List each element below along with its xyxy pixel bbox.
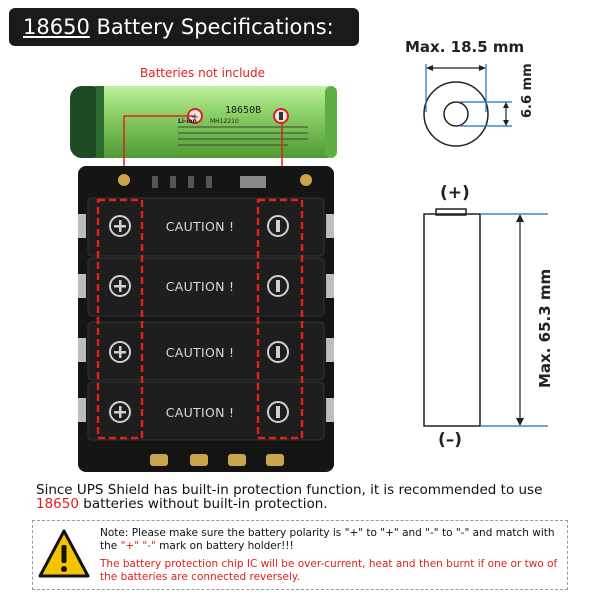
polarity-note: Note: Please make sure the battery polar… [100, 527, 555, 552]
protection-description: Since UPS Shield has built-in protection… [36, 482, 543, 512]
positive-terminal-label: (+) [440, 183, 470, 203]
page-title: 18650 Battery Specifications: [9, 8, 359, 46]
title-text: Battery Specifications: [89, 15, 334, 39]
negative-terminal-label: (–) [438, 430, 463, 450]
terminal-height-label: 6.6 mm [520, 63, 535, 118]
warning-icon [38, 529, 90, 578]
title-model: 18650 [23, 15, 90, 39]
caution-label-3: CAUTION ! [165, 345, 235, 360]
battery-holder-board [78, 166, 334, 472]
battery-model-highlight: 18650 [36, 496, 79, 512]
max-length-label: Max. 65.3 mm [536, 268, 554, 388]
caution-label-1: CAUTION ! [165, 219, 235, 234]
cell-code-label: MH12210 [210, 118, 239, 125]
note-box [32, 520, 568, 590]
caution-label-2: CAUTION ! [165, 279, 235, 294]
svg-text:+: + [191, 112, 199, 123]
caution-label-4: CAUTION ! [165, 405, 235, 420]
battery-cell-illustration: + [70, 86, 337, 158]
cell-model-label: 18650B [225, 105, 262, 116]
polarity-marks: "+" "-" [120, 540, 156, 552]
reverse-connection-warning: The battery protection chip IC will be o… [100, 558, 558, 583]
max-diameter-label: Max. 18.5 mm [405, 38, 525, 56]
batteries-not-included-label: Batteries not include [140, 66, 266, 80]
cell-chemistry-label: Li-ion [178, 118, 197, 125]
